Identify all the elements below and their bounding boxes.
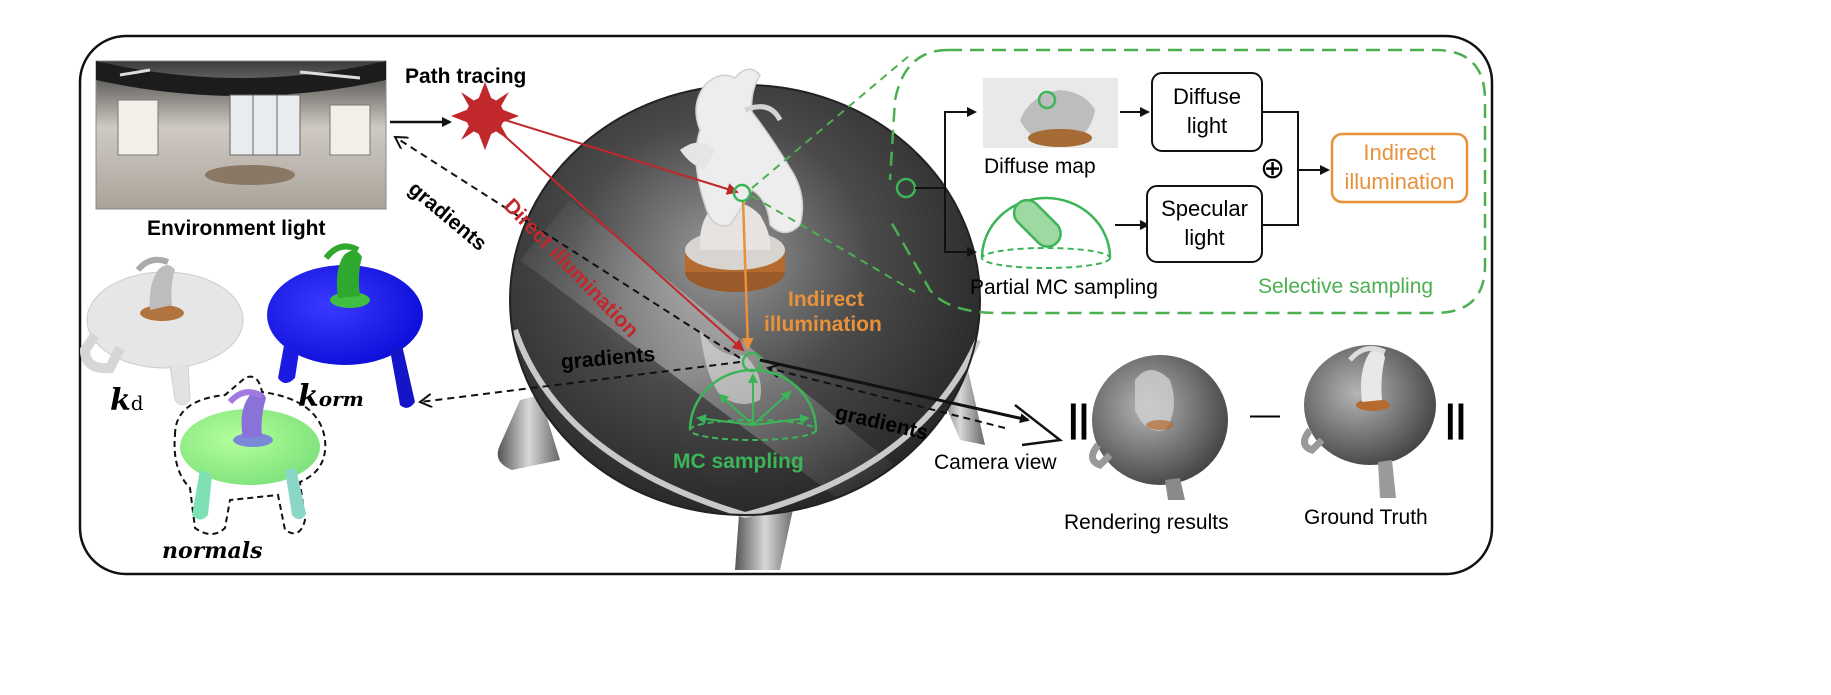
outer-frame (78, 34, 1494, 576)
indirect-illumination-label-2: illumination (764, 313, 882, 336)
korm-sub: orm (318, 387, 364, 411)
diffuse-map-label: Diffuse map (984, 155, 1096, 178)
normals-material-render (173, 375, 327, 535)
kd-label: kd (110, 386, 144, 416)
camera-view-label: Camera view (934, 451, 1057, 474)
hemisphere-icon (688, 368, 818, 441)
selective-sampling-label: Selective sampling (1258, 275, 1434, 298)
oplus-icon: ⊕ (1260, 152, 1286, 185)
indirect-illumination-box-text: Indirect illumination (1332, 134, 1467, 202)
direct-ray-1 (504, 119, 739, 195)
indirect-box-line1: Indirect (1363, 140, 1436, 166)
indirect-box-line2: illumination (1344, 169, 1455, 194)
inset-branch-diffuse (915, 107, 977, 189)
rendering-results-label: Rendering results (1064, 511, 1229, 534)
partial-hemisphere-icon (980, 196, 1112, 269)
direct-ray-2 (497, 129, 745, 352)
kd-material-render (79, 256, 244, 406)
camera-ray (759, 358, 1030, 424)
ground-truth-label: Ground Truth (1304, 506, 1428, 529)
specular-light-line2: light (1184, 225, 1225, 250)
gradient-arrow-camera (768, 368, 1006, 429)
partial-mc-sampling-label: Partial MC sampling (970, 276, 1158, 299)
minus-sign: — (1250, 398, 1280, 431)
korm-base: k (298, 379, 319, 414)
environment-panorama (95, 60, 387, 210)
camera-view-icon (1014, 404, 1064, 447)
korm-label: korm (298, 382, 364, 412)
ground-truth-render (1301, 345, 1436, 498)
environment-light-label: Environment light (147, 217, 326, 240)
norm-bar-right: || (1445, 398, 1467, 440)
diffuse-map-thumbnail (983, 78, 1118, 148)
inset-branch-specular (944, 188, 977, 257)
norm-bar-left: || (1068, 398, 1090, 440)
central-table-render (497, 68, 985, 570)
diffuse-light-text: Diffuse light (1152, 73, 1262, 151)
specular-light-line1: Specular (1161, 196, 1248, 222)
gradient-arrow-materials (420, 361, 741, 402)
kd-sub: d (130, 391, 144, 415)
korm-material-render (267, 243, 423, 408)
surface-point-upper (732, 183, 752, 203)
indirect-illumination-label-1: Indirect (788, 288, 864, 311)
path-tracing-label: Path tracing (405, 65, 527, 88)
indirect-illumination-box (1330, 132, 1469, 204)
specular-light-text: Specular light (1147, 186, 1262, 262)
normals-label: normals (162, 538, 263, 564)
sun-icon (451, 82, 519, 150)
diffuse-light-line1: Diffuse (1172, 84, 1242, 110)
kd-base: k (110, 383, 131, 418)
gradient-arrow-env (395, 137, 741, 359)
indirect-ray (741, 199, 754, 350)
mc-sampling-label: MC sampling (673, 450, 804, 473)
rendering-result-render (1089, 355, 1228, 500)
diffuse-light-line2: light (1186, 113, 1228, 138)
